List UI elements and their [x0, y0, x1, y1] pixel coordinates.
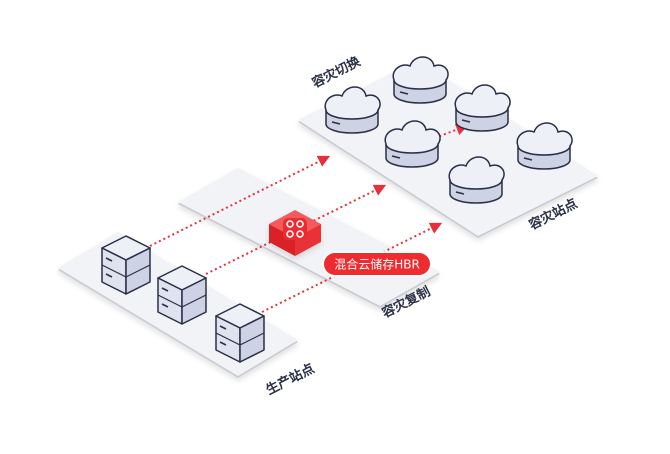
cloud-server-icon: [324, 86, 381, 134]
replication-arrow: [149, 155, 331, 247]
cloud-server-icon: [384, 120, 441, 168]
cloud-server-icon: [454, 84, 511, 132]
cloud-server-icon: [516, 122, 573, 170]
replication-arrow: [205, 184, 387, 275]
server-stack-icon: [157, 265, 207, 325]
server-stack-icon: [215, 303, 265, 363]
hbr-logo-icon: [269, 210, 321, 256]
server-stack-icon: [101, 235, 151, 295]
cloud-server-icon: [448, 156, 505, 204]
replication-arrow: [261, 222, 443, 313]
hbr-badge: 混合云储存HBR: [322, 251, 432, 277]
replication-arrows: [149, 155, 443, 313]
cloud-server-icon: [392, 56, 449, 104]
hbr-badge-label: 混合云储存HBR: [334, 257, 420, 272]
production-site-label: 生产站点: [263, 361, 317, 399]
disaster-switch-label: 容灾切换: [308, 53, 363, 92]
